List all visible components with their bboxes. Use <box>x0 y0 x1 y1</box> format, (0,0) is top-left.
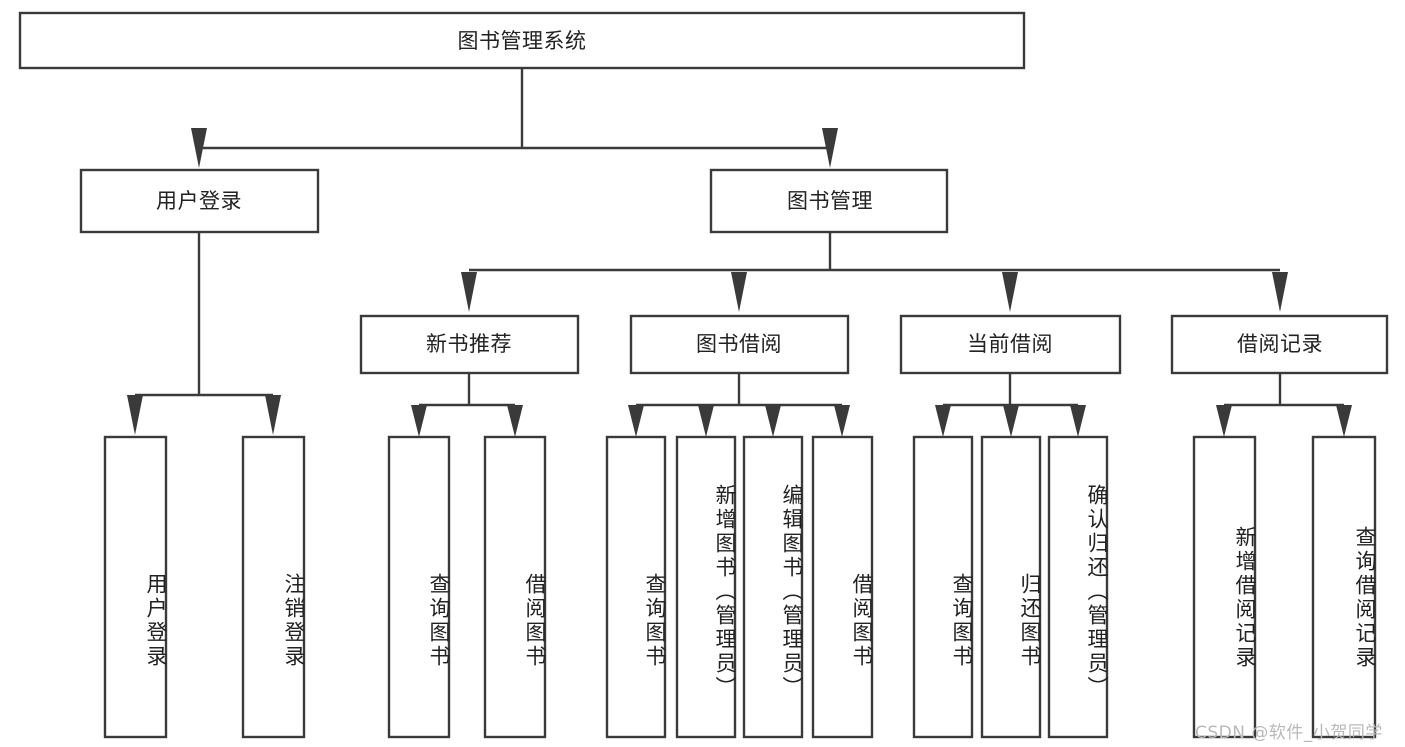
node-box-leaf3[interactable] <box>387 435 451 739</box>
arrowhead-leaf5 <box>628 405 644 437</box>
node-box-leaf13[interactable] <box>1311 435 1377 739</box>
arrowhead-newbook <box>461 272 477 312</box>
node-box-newbook[interactable] <box>359 314 580 375</box>
arrowhead-leaf12 <box>1216 405 1232 437</box>
arrowhead-bookmgmt <box>822 128 838 168</box>
node-box-leaf8[interactable] <box>811 435 874 739</box>
arrowhead-leaf6 <box>698 405 714 437</box>
arrowhead-current <box>1002 272 1018 312</box>
arrowhead-leaf7 <box>765 405 781 437</box>
node-box-leaf11[interactable] <box>1047 435 1109 739</box>
arrowhead-leaf4 <box>507 405 523 437</box>
node-box-leaf6[interactable] <box>675 435 737 739</box>
node-box-root[interactable] <box>18 11 1026 70</box>
connector-group-login-to-leaves <box>127 232 281 435</box>
connector-group-newbook-to-leaves <box>411 373 523 437</box>
node-label-root: 图书管理系统 <box>458 29 587 53</box>
watermark-text: CSDN @软件_小贺同学 <box>1195 723 1383 743</box>
node-box-leaf4[interactable] <box>483 435 547 739</box>
node-label-current: 当前借阅 <box>967 332 1053 356</box>
arrowhead-leaf8 <box>834 405 850 437</box>
node-label-login: 用户登录 <box>156 189 242 213</box>
connector-group-borrow-to-leaves <box>628 373 850 437</box>
arrowhead-leaf9 <box>935 405 951 437</box>
arrowhead-leaf1 <box>127 395 143 435</box>
node-box-leaf12[interactable] <box>1192 435 1257 739</box>
node-label-bookmgmt: 图书管理 <box>787 189 873 213</box>
arrowhead-leaf13 <box>1336 405 1352 437</box>
node-box-borrow[interactable] <box>629 314 850 375</box>
connector-group-root-to-level2 <box>191 68 838 168</box>
connector-group-bookmgmt-to-level3 <box>461 232 1288 312</box>
node-label-borrow: 图书借阅 <box>696 332 782 356</box>
node-label-records: 借阅记录 <box>1237 332 1323 356</box>
connector-group-current-to-leaves <box>935 373 1086 437</box>
node-box-leaf10[interactable] <box>980 435 1042 739</box>
arrowhead-leaf3 <box>411 405 427 437</box>
node-box-leaf2[interactable] <box>241 435 306 739</box>
arrowhead-borrow <box>731 272 747 312</box>
node-box-records[interactable] <box>1170 314 1389 375</box>
arrowhead-leaf11 <box>1070 405 1086 437</box>
arrowhead-leaf2 <box>265 395 281 435</box>
node-box-current[interactable] <box>899 314 1122 375</box>
arrowhead-leaf10 <box>1003 405 1019 437</box>
connector-group-records-to-leaves <box>1216 373 1352 437</box>
node-box-bookmgmt[interactable] <box>709 168 949 234</box>
node-box-leaf7[interactable] <box>742 435 804 739</box>
arrowhead-records <box>1272 272 1288 312</box>
node-label-newbook: 新书推荐 <box>426 332 512 356</box>
node-box-login[interactable] <box>79 168 320 234</box>
node-box-leaf9[interactable] <box>912 435 974 739</box>
node-box-leaf1[interactable] <box>103 435 168 739</box>
node-box-leaf5[interactable] <box>605 435 667 739</box>
